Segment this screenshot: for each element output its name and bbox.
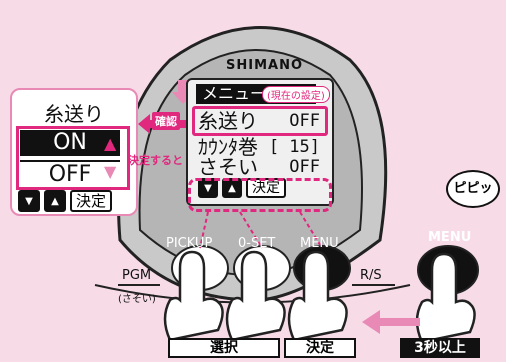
hand-icons [163,250,476,344]
lcd-row-value: [ 15] [268,137,320,157]
rs-label: R/S [360,268,382,283]
finger-menu-icon [287,250,348,342]
key-legend-highlight [188,178,332,212]
callout-key-legend: ▼ ▲ 決定 [18,190,113,212]
up-triangle-icon: ▲ [222,178,242,198]
pgm-sub-label: (さそい) [118,294,156,305]
menu-label: MENU [300,236,339,251]
finger-oset-icon [225,250,286,342]
pointer-line-left [199,211,209,249]
pointer-line-right [299,211,323,249]
current-setting-label: (現在の設定) [262,86,330,103]
confirm-tag: 確認 [152,112,180,130]
hold-arrow-icon [362,310,420,334]
pgm-label: PGM [122,268,152,283]
callout-title: 糸送り [44,102,104,126]
up-triangle-icon: ▲ [44,190,66,212]
lcd-row-label: さそい [198,155,258,179]
callout-kettei-label: 決定 [70,190,113,212]
select-label: 選択 [168,338,280,358]
finger-pickup-icon [163,250,224,342]
up-arrow-icon: ▲ [104,134,117,153]
option-on: ON [20,130,120,156]
external-menu-label: MENU [428,230,472,245]
beep-bubble: ピピッ [446,170,500,208]
option-callout: 糸送り ON OFF ▲ ▼ ▼ ▲ 決定 [10,88,138,216]
down-triangle-icon: ▼ [18,190,40,212]
option-off: OFF [20,160,120,188]
pickup-label: PICKUP [166,236,213,251]
lcd-row-value: OFF [289,111,320,131]
after-kettei-label: 決定すると [128,154,183,167]
lcd-selected-row-frame [192,106,328,136]
brand-logo: SHIMANO [226,58,304,73]
pointer-line-middle [239,211,263,249]
hold-label: 3秒以上 [400,338,480,358]
lcd-row-value: OFF [289,157,320,177]
oset-label: 0-SET [238,236,276,251]
finger-external-icon [415,252,476,344]
lcd-row-label: ｶｳﾝﾀ巻 [198,135,258,159]
down-arrow-icon: ▼ [104,162,117,181]
option-frame [16,126,130,190]
decide-label: 決定 [284,338,356,358]
lcd-row-label: 糸送り [198,109,258,133]
